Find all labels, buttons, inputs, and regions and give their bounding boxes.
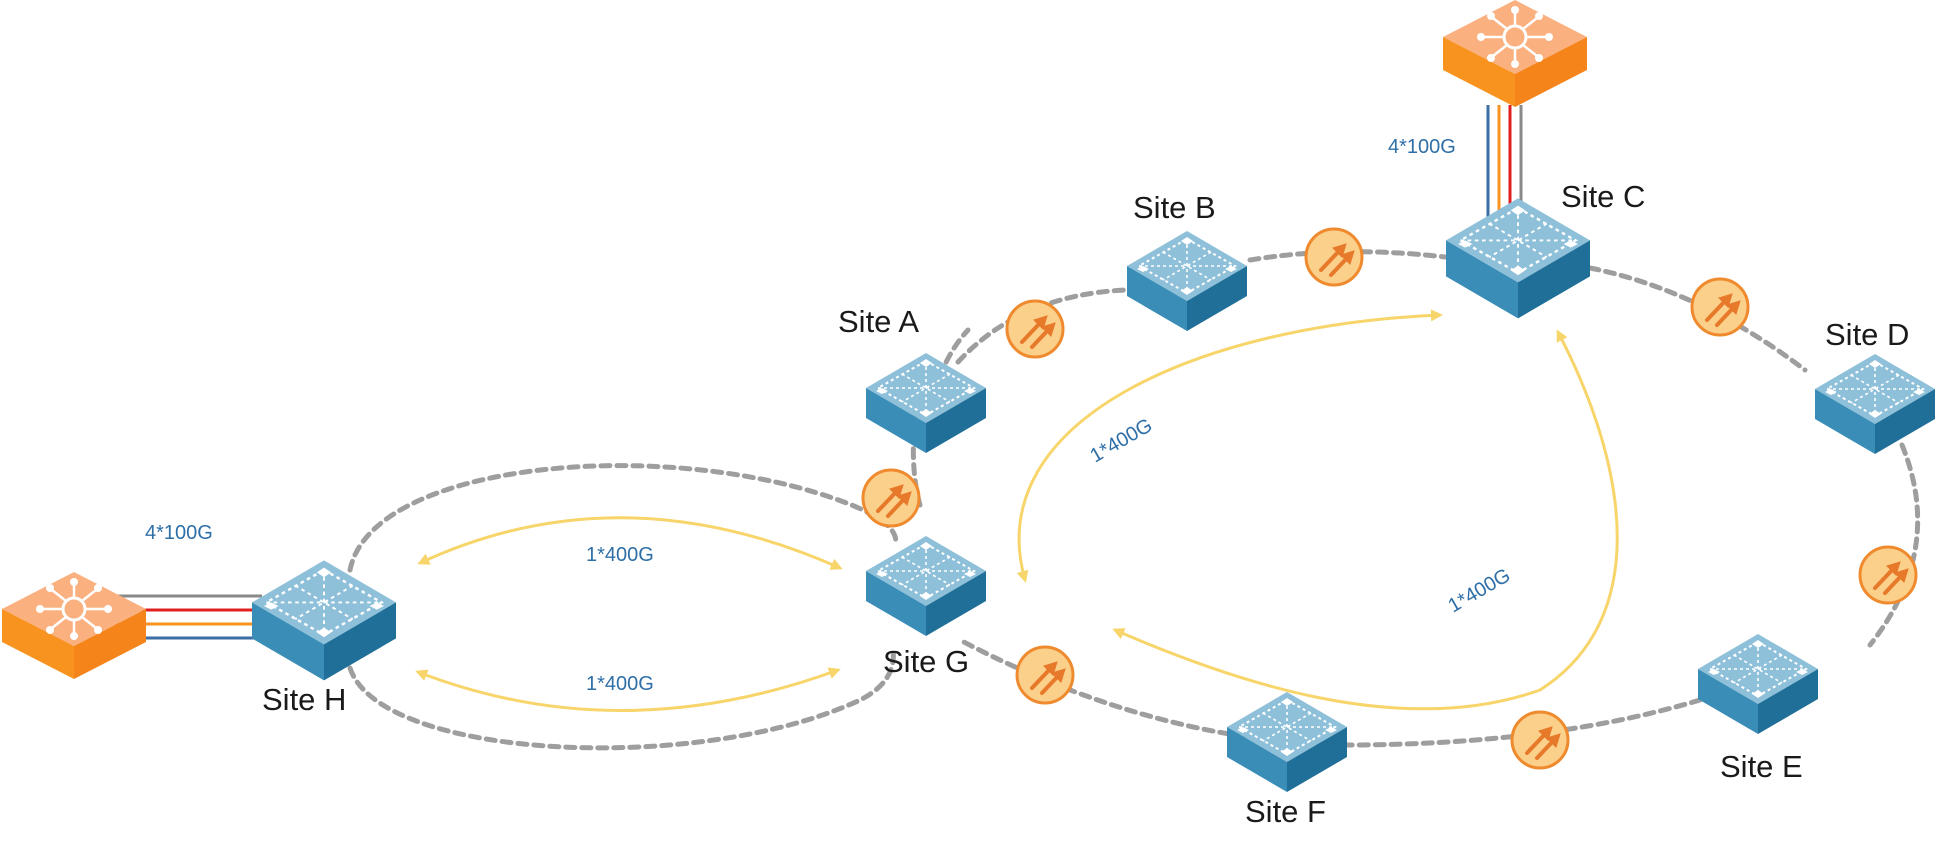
switch-icon-site-c <box>1444 197 1592 320</box>
amplifier-icon <box>1304 227 1364 287</box>
site-label-a: Site A <box>838 304 919 339</box>
site-label-g: Site G <box>883 644 969 679</box>
amplifier-icon <box>1015 645 1075 705</box>
link-label-client-c: 4*100G <box>1388 136 1456 158</box>
link-label-client-h: 4*100G <box>145 522 213 544</box>
link-label-f-c: 1*400G <box>1445 564 1515 617</box>
site-label-d: Site D <box>1825 317 1909 352</box>
site-label-h: Site H <box>262 682 346 717</box>
amplifier-icon <box>1858 545 1918 605</box>
switch-icon-site-h <box>250 559 398 682</box>
site-label-b: Site B <box>1133 190 1216 225</box>
link-label-h-g-upper: 1*400G <box>586 544 654 566</box>
switch-icon-site-e <box>1697 633 1819 735</box>
site-label-f: Site F <box>1245 794 1326 829</box>
switch-icon-site-f <box>1226 691 1348 793</box>
link-label-g-c: 1*400G <box>1087 414 1157 467</box>
amplifier-icon <box>861 468 921 528</box>
router-icon <box>0 570 148 681</box>
amplifier-icon <box>1510 710 1570 770</box>
switch-icon-site-g <box>865 535 987 637</box>
switch-icon-site-b <box>1126 230 1248 332</box>
router-icon <box>1441 0 1589 109</box>
site-label-c: Site C <box>1561 179 1645 214</box>
link-label-h-g-lower: 1*400G <box>586 673 654 695</box>
site-label-e: Site E <box>1720 749 1803 784</box>
flow-paths <box>415 309 1619 712</box>
amplifier-icon <box>1690 277 1750 337</box>
switch-icon-site-a <box>865 352 987 454</box>
amplifier-icon <box>1005 299 1065 359</box>
switch-icon-site-d <box>1814 353 1936 455</box>
